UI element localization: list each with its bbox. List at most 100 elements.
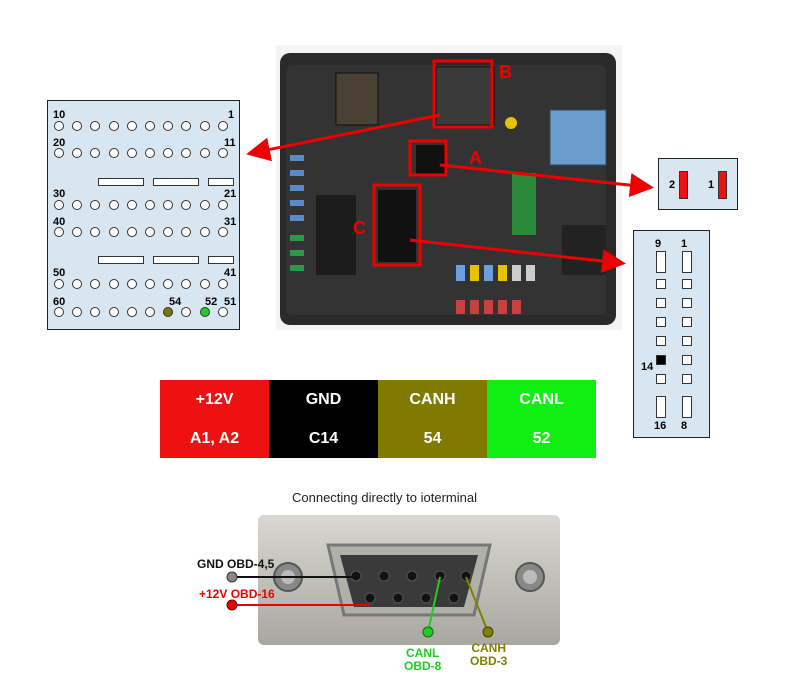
connector-pin <box>217 279 228 289</box>
connector-pin <box>181 227 192 237</box>
connector-pin <box>90 227 101 237</box>
connector-pin <box>72 121 83 131</box>
connector-c-pin <box>682 336 692 346</box>
connector-pin <box>217 307 228 317</box>
connector-pin <box>181 307 192 317</box>
connector-pin <box>199 279 210 289</box>
table-header-row: +12V GND CANH CANL <box>160 380 596 419</box>
connector-pin <box>181 121 192 131</box>
connector-c-pin <box>682 298 692 308</box>
pin-label-1: 1 <box>228 109 235 121</box>
connector-pin <box>90 200 101 210</box>
connector-c-pin <box>656 374 666 384</box>
pin-52 <box>199 307 210 317</box>
pin-label-51: 51 <box>224 296 237 308</box>
pin-label-11: 11 <box>224 137 236 149</box>
key-bar <box>208 178 234 186</box>
db9-connector-photo <box>258 515 560 645</box>
wiring-table: +12V GND CANH CANL A1, A2 C14 54 52 <box>160 380 596 458</box>
connector-c-pin <box>682 396 692 418</box>
connector-pin <box>54 148 64 158</box>
caption: Connecting directly to ioterminal <box>292 490 477 505</box>
connector-pin <box>145 307 155 317</box>
label-c: C <box>353 218 366 238</box>
value-canl: 52 <box>487 419 596 458</box>
pin-label-14: 14 <box>641 361 654 373</box>
connector-pin <box>217 121 228 131</box>
label-b: B <box>499 62 512 82</box>
connector-pin <box>54 307 64 317</box>
connector-pin <box>217 227 228 237</box>
connector-pin <box>145 148 155 158</box>
connector-pin <box>181 200 192 210</box>
canl-text: CANL <box>406 646 440 660</box>
connector-pin <box>163 200 174 210</box>
connector-pin <box>126 121 137 131</box>
connector-pin <box>108 121 119 131</box>
connector-pin <box>108 148 119 158</box>
table-value-row: A1, A2 C14 54 52 <box>160 419 596 458</box>
connector-pin <box>199 227 210 237</box>
connector-pin <box>217 148 228 158</box>
pin-label-41: 41 <box>224 267 237 279</box>
connector-pin <box>126 307 137 317</box>
key-bar <box>208 256 234 264</box>
connector-pin <box>108 279 119 289</box>
pin-c14 <box>656 355 666 365</box>
connector-pin <box>199 200 210 210</box>
connector-pin <box>108 200 119 210</box>
pin-label-31: 31 <box>224 216 237 228</box>
label-a: A <box>469 148 482 168</box>
pin-label-a2: 2 <box>669 179 676 191</box>
connector-pin <box>163 279 174 289</box>
pin-label-8: 8 <box>681 420 688 432</box>
connector-pin <box>126 279 137 289</box>
key-bar <box>98 178 144 186</box>
gnd-label: GND OBD-4,5 <box>197 557 275 571</box>
connector-b-diagram: 10 1 20 11 30 21 40 31 50 41 60 54 52 51 <box>47 100 240 330</box>
pin-a2 <box>679 171 688 199</box>
pin-label-54: 54 <box>169 296 182 308</box>
connector-c-pin <box>682 317 692 327</box>
pin-label-50: 50 <box>53 267 66 279</box>
connector-pin <box>181 148 192 158</box>
connector-pin <box>163 148 174 158</box>
value-12v: A1, A2 <box>160 419 269 458</box>
connector-c-pin <box>682 355 692 365</box>
connector-pin <box>126 148 137 158</box>
connector-pin <box>199 148 210 158</box>
connector-pin <box>108 227 119 237</box>
v12-label: +12V OBD-16 <box>199 587 275 601</box>
connector-pin <box>145 279 155 289</box>
pin-label-40: 40 <box>53 216 66 228</box>
pin-label-9: 9 <box>655 238 662 250</box>
header-gnd: GND <box>269 380 378 419</box>
key-bar <box>153 178 199 186</box>
connector-pin <box>145 200 155 210</box>
connector-c-diagram: 9 1 14 16 8 <box>633 230 710 438</box>
connector-pin <box>126 227 137 237</box>
connector-c-pin <box>656 298 666 308</box>
canh-text: CANH <box>471 641 506 655</box>
pin-a1 <box>718 171 727 199</box>
key-bar <box>98 256 144 264</box>
bsi-module-photo: B A C <box>276 45 622 330</box>
value-canh: 54 <box>378 419 487 458</box>
connector-pin <box>199 121 210 131</box>
canh-obd-text: OBD-3 <box>470 654 508 668</box>
connector-pin <box>163 227 174 237</box>
pin-label-10: 10 <box>53 109 66 121</box>
connector-c-pin <box>682 279 692 289</box>
connector-pin <box>90 121 101 131</box>
pin-label-52: 52 <box>205 296 218 308</box>
connector-c-pin <box>656 317 666 327</box>
connector-pin <box>163 121 174 131</box>
canl-obd-text: OBD-8 <box>404 659 442 673</box>
connector-pin <box>54 121 64 131</box>
pin-54 <box>163 307 174 317</box>
connector-c-pin <box>682 251 692 273</box>
canl-label: CANL OBD-8 <box>404 647 441 673</box>
connector-pin <box>72 148 83 158</box>
